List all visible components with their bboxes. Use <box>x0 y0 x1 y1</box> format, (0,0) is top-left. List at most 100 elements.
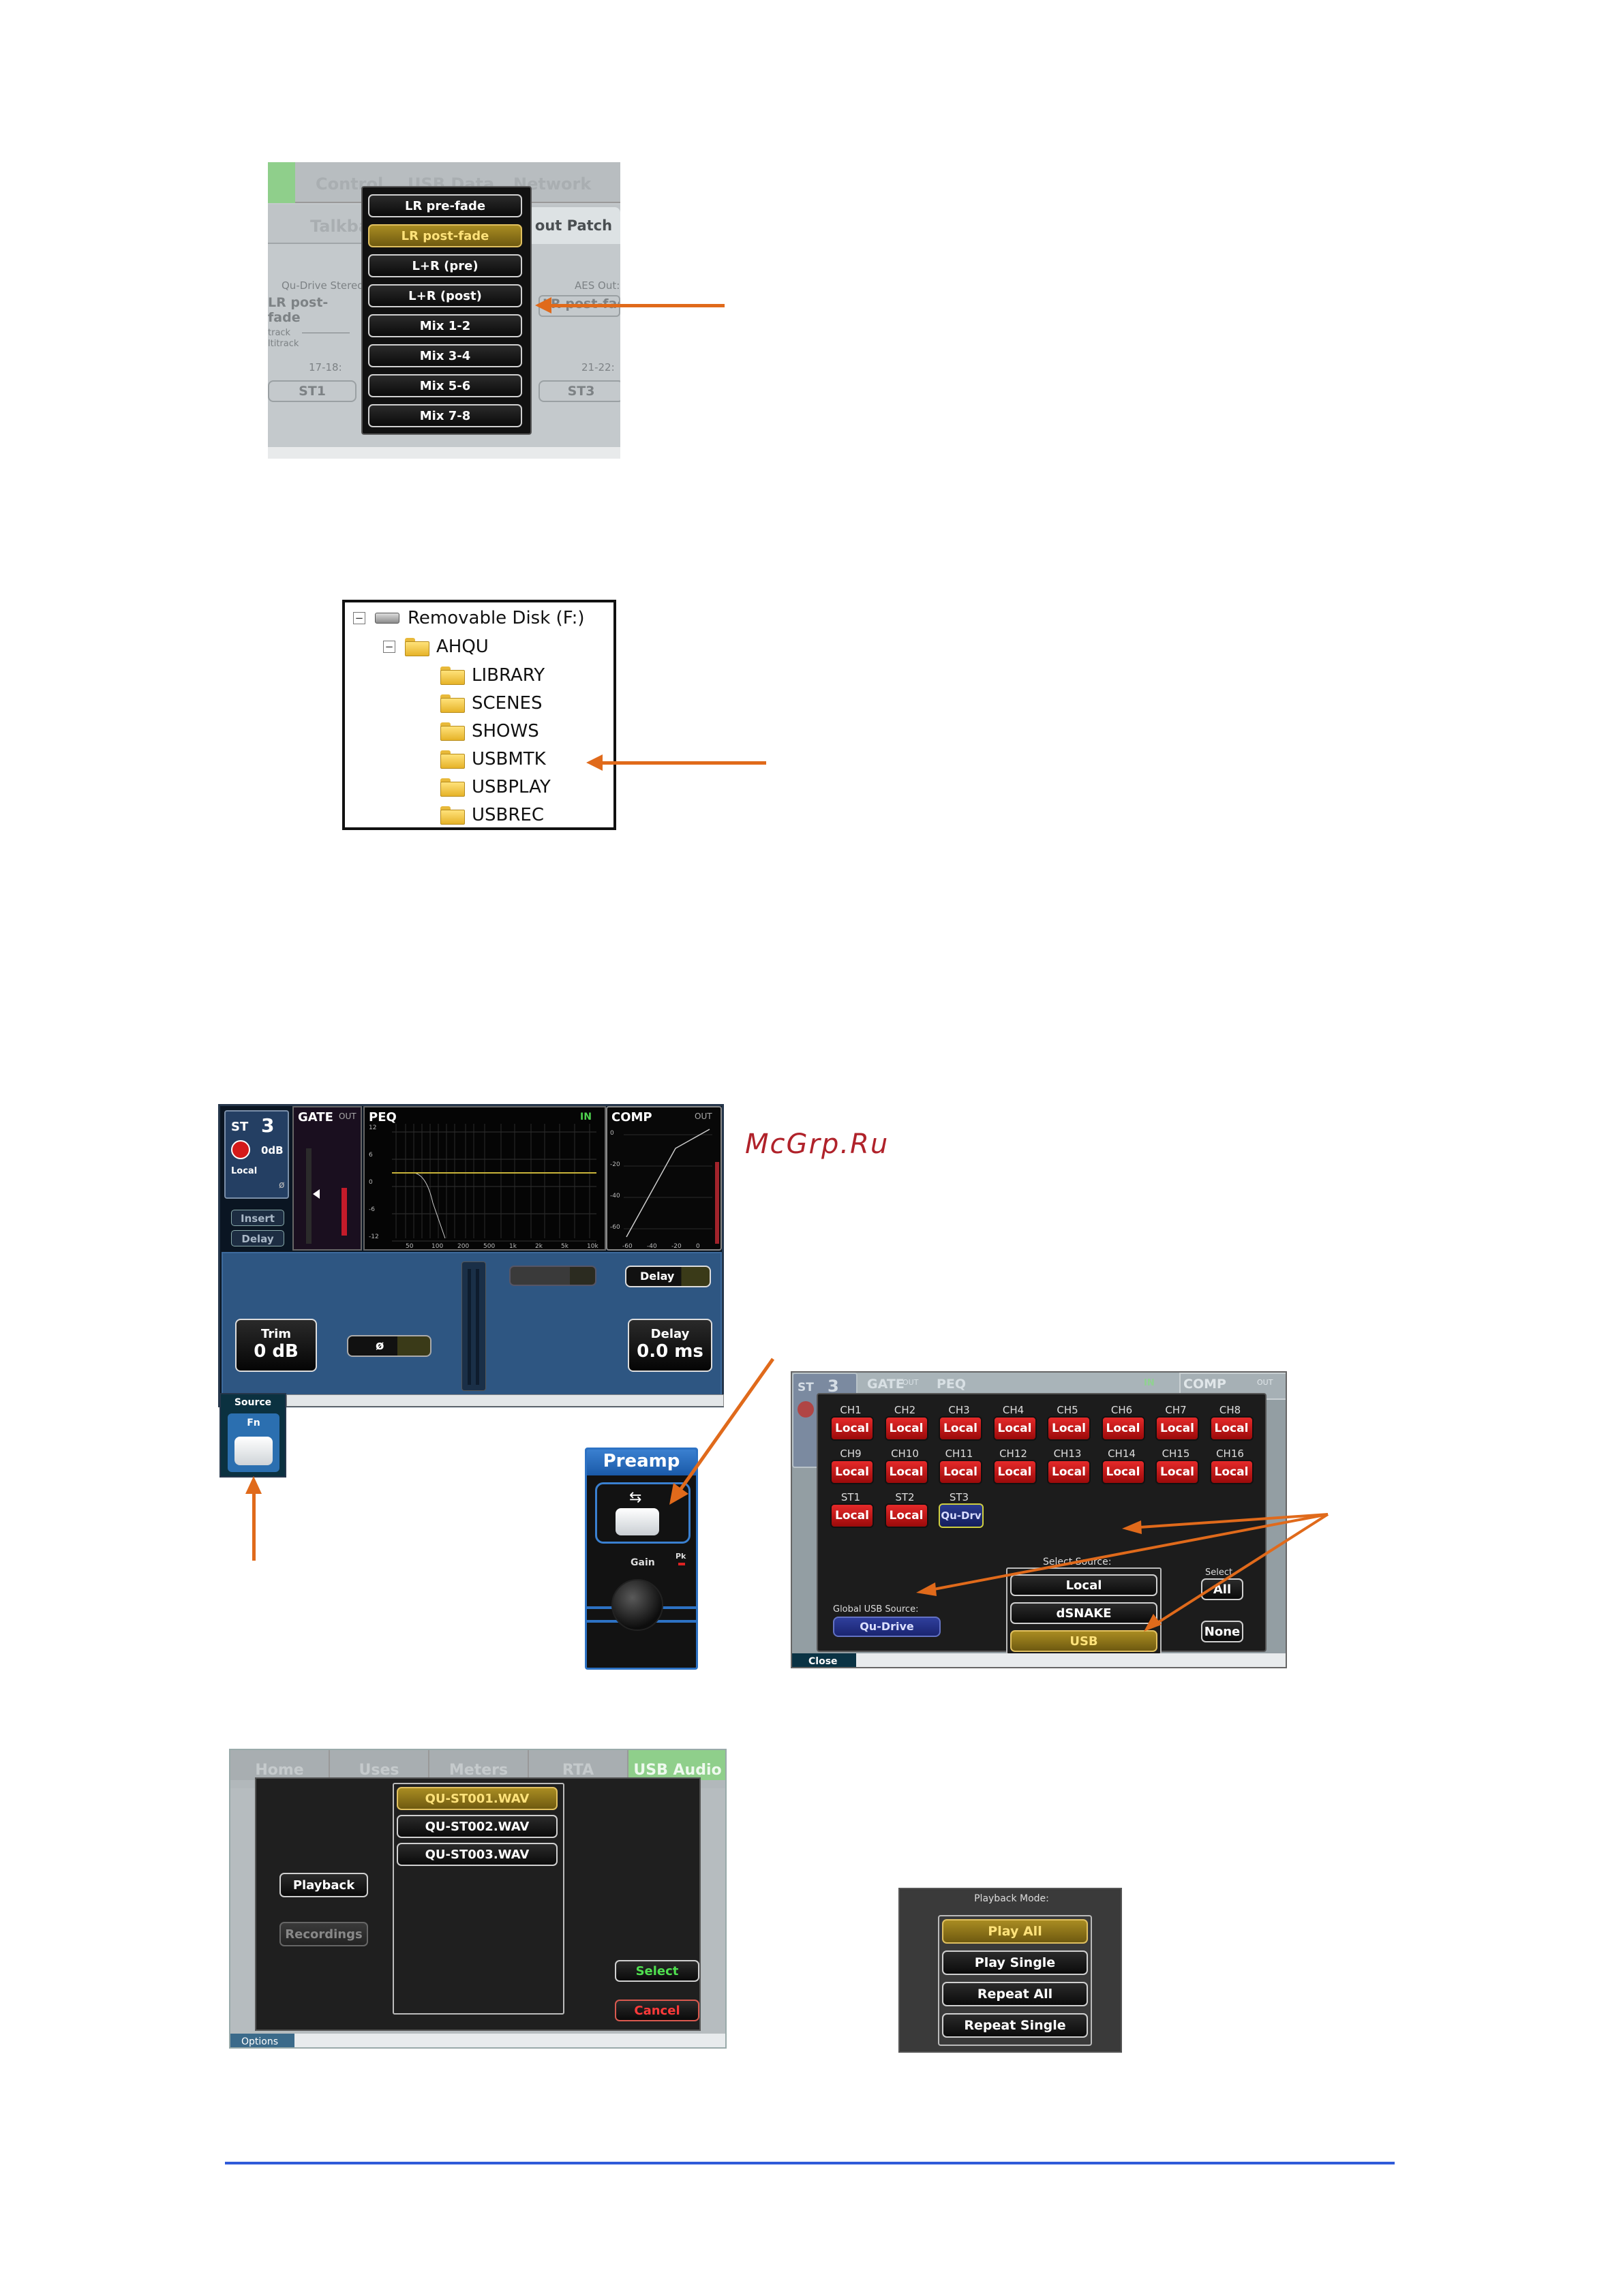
fig6-tab[interactable]: RTA <box>529 1750 628 1780</box>
fig4-gain-knob[interactable] <box>611 1579 663 1631</box>
fig6-tab[interactable]: Uses <box>330 1750 429 1780</box>
fig1-qudrive-field[interactable]: LR post-fade <box>268 295 329 325</box>
fig3-delay-toggle[interactable]: Delay <box>625 1266 711 1287</box>
fig5-local-button[interactable]: Local <box>830 1460 874 1484</box>
fig5-local-button[interactable]: Local <box>1155 1460 1199 1484</box>
fig6-tab[interactable]: Home <box>230 1750 330 1780</box>
peq-x-tick: 100 <box>431 1243 443 1250</box>
fig6-file-item[interactable]: QU-ST002.WAV <box>397 1815 558 1838</box>
fig2-folder-row[interactable]: SHOWS <box>440 720 539 743</box>
fig2-ahqu-row[interactable]: AHQU <box>405 635 489 658</box>
comp-y-tick: 0 <box>610 1130 614 1137</box>
fig2-folder-row[interactable]: USBREC <box>440 803 544 827</box>
fig4-usb-source-key[interactable] <box>616 1508 659 1535</box>
fig5-local-button[interactable]: Local <box>830 1503 874 1528</box>
fig6-tab[interactable]: USB Audio <box>628 1750 725 1780</box>
fig3-fn-key[interactable]: Fn <box>228 1413 279 1472</box>
fig1-menu-item[interactable]: Mix 5-6 <box>368 374 522 397</box>
fig5-local-button[interactable]: Local <box>1209 1416 1254 1441</box>
fig1-menu-item[interactable]: Mix 3-4 <box>368 344 522 367</box>
fig1-tab-talkback[interactable]: Talkba <box>310 217 370 236</box>
fig2-collapse-folder-icon[interactable]: − <box>383 641 395 653</box>
fig5-local-button[interactable]: Local <box>1101 1416 1145 1441</box>
fig5-local-button[interactable]: Local <box>939 1460 982 1484</box>
fig1-st1-button[interactable]: ST1 <box>268 380 357 402</box>
fig3-greyed-toggle[interactable] <box>509 1266 596 1286</box>
fig6-file-item[interactable]: QU-ST001.WAV <box>397 1787 558 1810</box>
fig3-delay-button[interactable]: Delay 0.0 ms <box>628 1319 712 1372</box>
fig3-peq-label: PEQ <box>369 1110 397 1124</box>
fig6-options-tab[interactable]: Options <box>230 2034 294 2047</box>
fig5-local-button[interactable]: Local <box>1155 1416 1199 1441</box>
fig5-comp-label: COMP <box>1183 1377 1226 1392</box>
fig5-channel-label: CH14 <box>1108 1448 1136 1460</box>
fig1-menu-item[interactable]: Mix 7-8 <box>368 404 522 427</box>
fig3-gate-panel[interactable]: GATE OUT <box>292 1106 362 1251</box>
fig3-phase-button[interactable]: ø <box>347 1335 431 1357</box>
fig3-insert-button[interactable]: Insert <box>231 1210 284 1226</box>
fig6-recordings-button[interactable]: Recordings <box>279 1922 368 1946</box>
fig1-menu-item[interactable]: LR pre-fade <box>368 194 522 217</box>
fig2-folder-label: SHOWS <box>472 721 539 741</box>
fig5-local-button[interactable]: Local <box>884 1416 928 1441</box>
peq-y-tick: 0 <box>369 1179 373 1186</box>
fig3-channel-box[interactable]: ST 3 0dB Local ø <box>224 1110 289 1199</box>
fig5-global-usb-field[interactable]: Qu-Drive <box>833 1617 941 1637</box>
fig2-collapse-root-icon[interactable]: − <box>353 612 365 624</box>
fig5-channel-label: ST3 <box>949 1491 969 1503</box>
fig2-folder-row[interactable]: USBPLAY <box>440 776 551 799</box>
fig5-channel-num: 3 <box>828 1377 839 1396</box>
fig1-menu-item[interactable]: L+R (pre) <box>368 254 522 277</box>
fig3-trim-button[interactable]: Trim 0 dB <box>235 1319 317 1372</box>
fig6-tab[interactable]: Meters <box>429 1750 529 1780</box>
fig1-menu-item[interactable]: L+R (post) <box>368 284 522 307</box>
fig5-st3-source[interactable]: Qu-Drv <box>939 1503 984 1528</box>
fig3-gain: 0dB <box>261 1144 284 1157</box>
fig7-mode-option[interactable]: Play All <box>942 1919 1088 1944</box>
fig5-local-button[interactable]: Local <box>884 1460 928 1484</box>
fig5-source-option[interactable]: Local <box>1010 1574 1157 1596</box>
fig7-mode-option[interactable]: Repeat All <box>942 1982 1088 2006</box>
fig5-local-button[interactable]: Local <box>992 1460 1037 1484</box>
fig3-delay-small-button[interactable]: Delay <box>231 1230 284 1246</box>
fig6-playback-button[interactable]: Playback <box>279 1873 368 1897</box>
fig5-source-option[interactable]: USB <box>1010 1630 1157 1652</box>
fig2-folder-row[interactable]: USBMTK <box>440 748 546 771</box>
fig5-local-button[interactable]: Local <box>1047 1460 1091 1484</box>
fig5-local-button[interactable]: Local <box>1209 1460 1254 1484</box>
fig5-channel-label: CH13 <box>1053 1448 1082 1460</box>
fig5-local-button[interactable]: Local <box>1047 1416 1091 1441</box>
fig5-none-button[interactable]: None <box>1201 1621 1243 1642</box>
fig3-source-tab[interactable]: Source Fn <box>219 1393 286 1478</box>
fig5-source-option[interactable]: dSNAKE <box>1010 1602 1157 1624</box>
fig3-screen: ST 3 0dB Local ø Insert Delay GATE OUT P… <box>218 1104 724 1407</box>
fig6-select-button[interactable]: Select <box>615 1960 699 1982</box>
fig6-cancel-button[interactable]: Cancel <box>615 2000 699 2021</box>
fig1-menu-item[interactable]: LR post-fade <box>368 224 522 247</box>
fig5-local-button[interactable]: Local <box>884 1503 928 1528</box>
fig2-root-row[interactable]: Removable Disk (F:) <box>375 607 585 630</box>
fig5-peq-state: IN <box>1144 1378 1155 1388</box>
fig5-close-tab[interactable]: Close <box>792 1653 856 1667</box>
fig5-local-button[interactable]: Local <box>939 1416 982 1441</box>
fig1-st3-button[interactable]: ST3 <box>539 380 620 402</box>
fig6-file-item[interactable]: QU-ST003.WAV <box>397 1843 558 1866</box>
fig5-local-button[interactable]: Local <box>830 1416 874 1441</box>
fig5-channel-label: CH12 <box>999 1448 1027 1460</box>
fig1-menu-item[interactable]: Mix 1-2 <box>368 314 522 337</box>
comp-x-tick: -20 <box>671 1243 682 1250</box>
peq-x-tick: 50 <box>406 1243 414 1250</box>
fig7-mode-option[interactable]: Play Single <box>942 1950 1088 1975</box>
comp-x-tick: -60 <box>622 1243 633 1250</box>
fig7-mode-option[interactable]: Repeat Single <box>942 2013 1088 2038</box>
fig5-channel-label: CH1 <box>840 1404 862 1416</box>
fig5-local-button[interactable]: Local <box>992 1416 1037 1441</box>
fig1-tab-outpatch[interactable]: out Patch <box>527 207 620 244</box>
fig2-folder-row[interactable]: SCENES <box>440 692 542 715</box>
fig2-folder-row[interactable]: LIBRARY <box>440 664 545 687</box>
fig5-local-button[interactable]: Local <box>1101 1460 1145 1484</box>
